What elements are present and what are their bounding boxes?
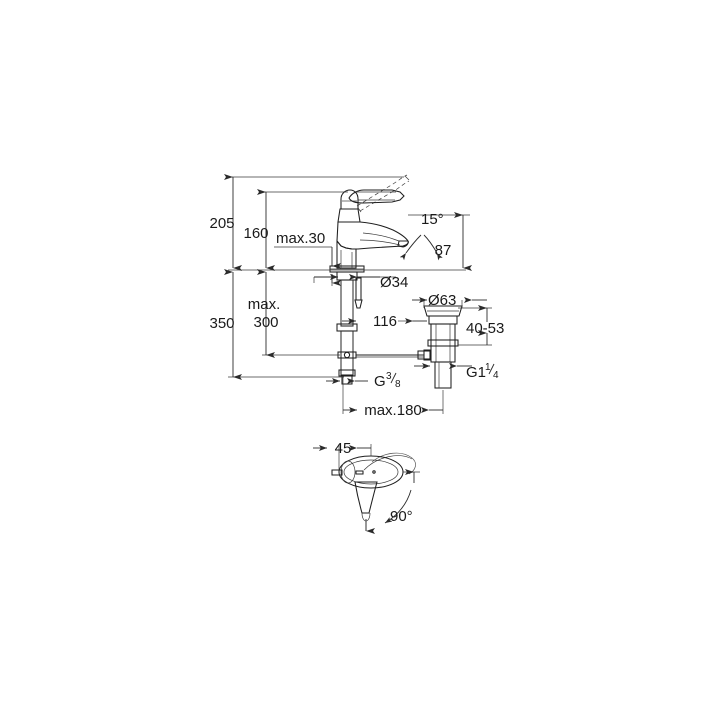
threaded-shank <box>340 277 363 327</box>
leader-max30: max.30 <box>274 230 341 286</box>
dim-87-label: 87 <box>435 242 452 259</box>
dim-shank-diameter: Ø34 <box>313 274 408 291</box>
dim-g38-num: 3 <box>386 371 392 382</box>
dim-g114-num: 1 <box>485 362 491 373</box>
dim-350-label: 350 <box>209 315 234 332</box>
dim-45-label: 45 <box>335 440 352 457</box>
dim-max30-label: max.30 <box>276 230 325 247</box>
dimension-annotations: 205 160 350 max. 300 max.30 Ø34 <box>209 174 504 419</box>
dim-waste-thread: G1 1 4 <box>414 362 499 381</box>
dim-160-label: 160 <box>243 225 268 242</box>
dim-max-rod-reach: max.180 <box>342 376 444 419</box>
faucet-body-spout <box>336 208 409 269</box>
pull-rod-linkage <box>337 350 431 360</box>
dim-g38-den: 8 <box>395 379 401 390</box>
dim-15deg-label: 15° <box>421 211 444 228</box>
dim-waste-flange: Ø63 <box>412 292 487 309</box>
dim-300-label: 300 <box>253 314 278 331</box>
dim-205-label: 205 <box>209 215 234 232</box>
dim-lever-plan-width: 45 <box>313 440 372 470</box>
flexible-supply-hose <box>338 330 356 385</box>
lever-handle <box>340 189 405 210</box>
dim-swivel-angle: 90° <box>365 469 420 534</box>
dim-lever-angle: 15° <box>399 211 444 261</box>
lever-plan-view: 45 90° <box>313 440 420 534</box>
fixing-nut <box>336 323 358 332</box>
dim-g38-label: G <box>374 373 386 390</box>
dim-waste-range: 40-53 <box>458 305 504 346</box>
dim-g114-den: 4 <box>493 370 499 381</box>
dim-g114-label: G1 <box>466 364 486 381</box>
dim-max-label: max. <box>248 296 281 313</box>
pop-up-waste-assembly <box>423 305 463 389</box>
dim-waste-offset: 116 <box>342 313 427 330</box>
dim-supply-thread: G 3 8 <box>326 371 401 390</box>
dim-40-53-label: 40-53 <box>466 320 504 337</box>
dim-max180-label: max.180 <box>364 402 422 419</box>
dim-d34-label: Ø34 <box>380 274 408 291</box>
dim-90deg-label: 90° <box>390 508 413 525</box>
dim-d63-label: Ø63 <box>428 292 456 309</box>
dim-116-label: 116 <box>373 313 397 330</box>
